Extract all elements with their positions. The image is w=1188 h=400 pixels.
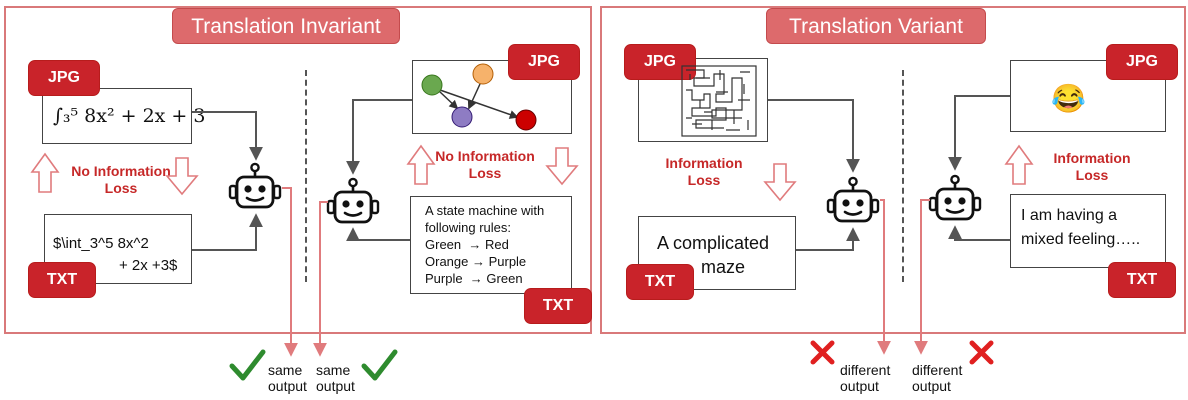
robot-icon — [228, 162, 282, 209]
robot-icon — [326, 177, 380, 224]
label-line-1: No Information — [435, 148, 535, 164]
left-panel — [4, 6, 592, 334]
purple-node-icon — [451, 106, 473, 128]
output-line-1: same — [268, 362, 303, 378]
latex-line-1: $\int_3^5 8x^2 — [53, 235, 149, 252]
no-info-loss-label: No Information Loss — [430, 148, 540, 182]
math-image-card: ∫₃⁵ 8x² + 2x + 3 — [42, 88, 205, 144]
maze-text-line-1: A complicated — [657, 233, 770, 253]
orange-node-icon — [472, 63, 494, 85]
feeling-line-1: I am having a — [1021, 207, 1118, 224]
label-line-2: Loss — [687, 172, 721, 188]
state-line-4: Orange → Purple — [425, 254, 527, 269]
label-line-1: Information — [665, 155, 743, 171]
txt-tag: TXT — [1108, 262, 1176, 298]
output-label: same output — [316, 362, 355, 394]
txt-tag: TXT — [626, 264, 694, 300]
info-loss-label: Information Loss — [1042, 150, 1142, 184]
output-label: different output — [840, 362, 890, 394]
green-node-icon — [421, 74, 443, 96]
robot-icon — [928, 174, 982, 221]
latex-line-2: + 2x +3$ — [119, 257, 178, 274]
state-line-1: A state machine with — [425, 203, 545, 218]
maze-image — [681, 65, 757, 137]
jpg-tag: JPG — [508, 44, 580, 80]
up-arrow-icon — [1004, 144, 1034, 185]
down-arrow-icon — [545, 147, 579, 186]
label-line-2: Loss — [1075, 167, 1109, 183]
txt-tag: TXT — [524, 288, 592, 324]
left-divider — [305, 70, 307, 282]
output-line-2: output — [912, 378, 951, 394]
output-line-1: different — [840, 362, 891, 378]
label-line-2: Loss — [104, 180, 138, 196]
txt-tag: TXT — [28, 262, 96, 298]
feeling-line-2: mixed feeling….. — [1021, 231, 1141, 248]
label-line-1: Information — [1053, 150, 1131, 166]
feeling-text-card: I am having a mixed feeling….. — [1010, 194, 1166, 268]
down-arrow-icon — [165, 157, 199, 196]
check-icon — [361, 349, 398, 381]
jpg-tag: JPG — [1106, 44, 1178, 80]
cross-icon — [810, 340, 835, 365]
output-arrow — [282, 187, 298, 357]
state-line-2: following rules: — [425, 220, 511, 235]
input-arrow — [768, 99, 860, 173]
output-line-2: output — [316, 378, 355, 394]
state-line-5: Purple → Green — [425, 271, 523, 286]
jpg-tag: JPG — [624, 44, 696, 80]
up-arrow-icon — [30, 152, 60, 193]
robot-icon — [826, 176, 880, 223]
no-info-loss-label: No Information Loss — [66, 163, 176, 197]
output-arrow — [877, 199, 891, 355]
input-arrow — [948, 225, 1010, 241]
input-arrow — [192, 111, 263, 161]
output-label: different output — [912, 362, 962, 394]
cross-icon — [969, 340, 994, 365]
state-machine-card: A state machine with following rules: Gr… — [410, 196, 572, 294]
maze-text-line-2: maze — [701, 257, 746, 277]
down-arrow-icon — [763, 163, 797, 202]
label-line-2: Loss — [468, 165, 502, 181]
output-line-1: same — [316, 362, 351, 378]
info-loss-label: Information Loss — [654, 155, 754, 189]
check-icon — [229, 349, 266, 381]
output-line-1: different — [912, 362, 963, 378]
right-panel — [600, 6, 1186, 334]
laughing-emoji: 😂 — [1051, 83, 1086, 114]
right-divider — [902, 70, 904, 282]
input-arrow — [346, 99, 412, 175]
input-arrow — [796, 227, 860, 251]
up-arrow-icon — [406, 144, 436, 185]
math-formula: ∫₃⁵ 8x² + 2x + 3 — [53, 105, 206, 127]
jpg-tag: JPG — [28, 60, 100, 96]
output-arrow — [313, 201, 328, 357]
left-title: Translation Invariant — [172, 8, 400, 44]
input-arrow — [192, 213, 263, 251]
state-graph — [421, 63, 537, 131]
output-arrow — [914, 199, 930, 355]
output-line-2: output — [268, 378, 307, 394]
input-arrow — [346, 227, 410, 242]
input-arrow — [948, 95, 1010, 171]
state-line-3: Green → Red — [425, 237, 509, 252]
label-line-1: No Information — [71, 163, 171, 179]
output-label: same output — [268, 362, 307, 394]
output-line-2: output — [840, 378, 879, 394]
right-title: Translation Variant — [766, 8, 986, 44]
red-node-icon — [515, 109, 537, 131]
